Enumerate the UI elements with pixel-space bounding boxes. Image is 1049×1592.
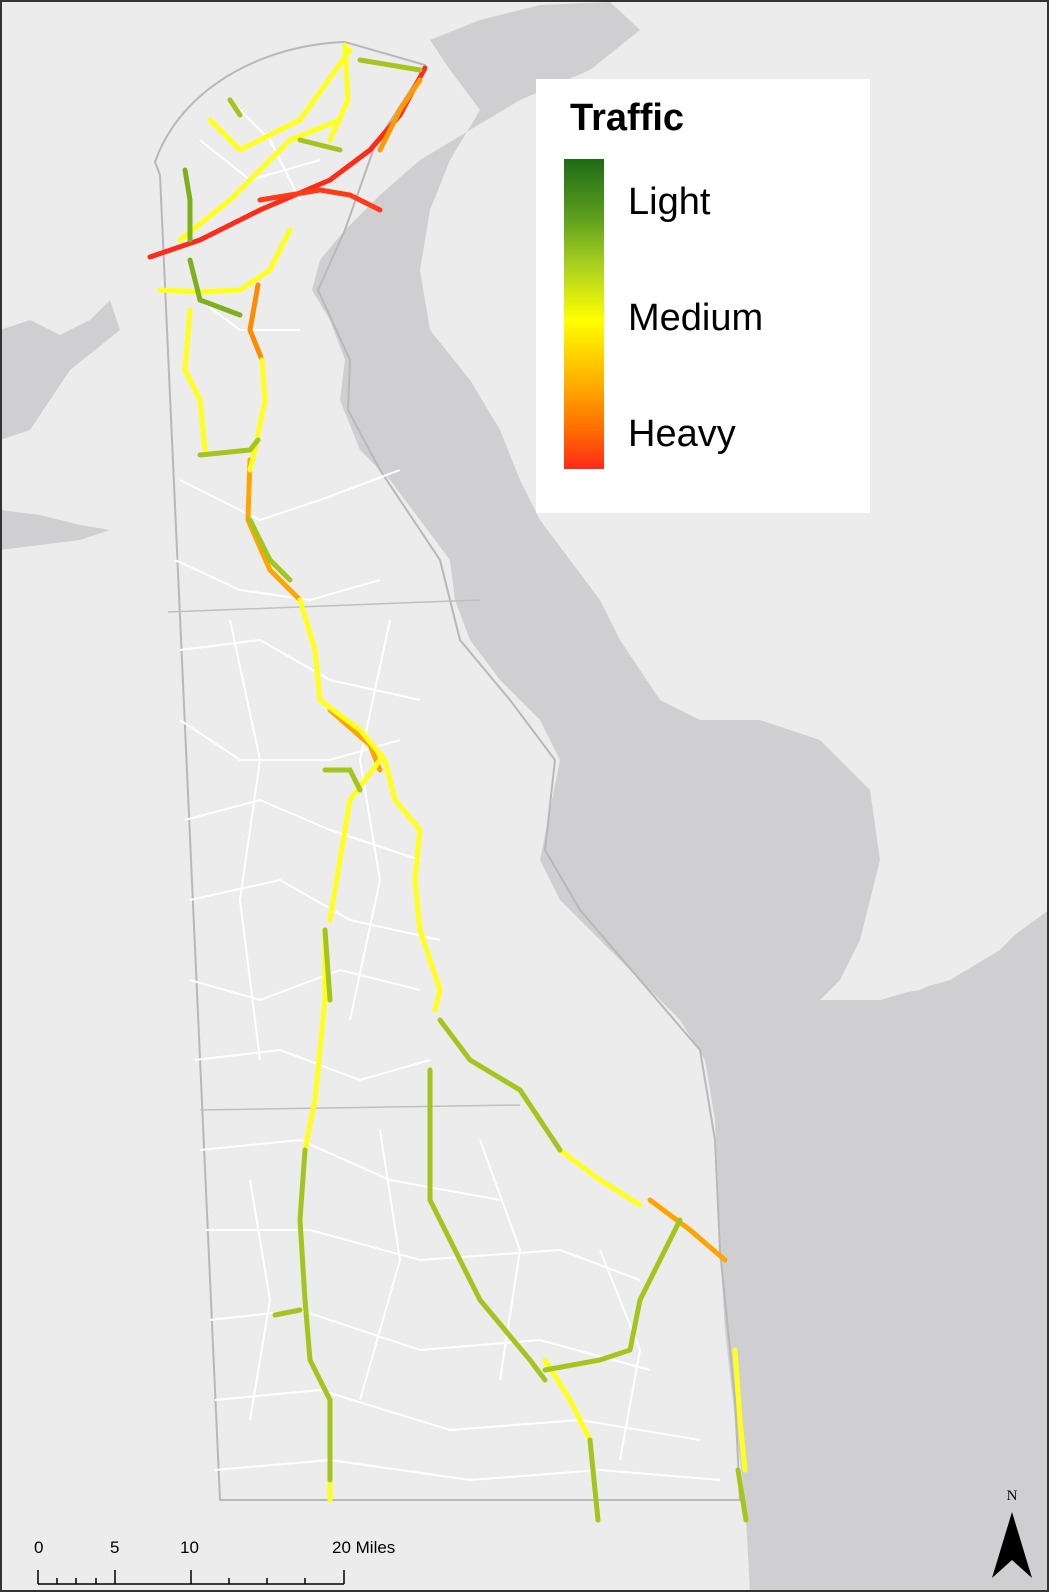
- road-green-middletown: [197, 437, 261, 458]
- road-green-north-3: [357, 57, 423, 73]
- road-yellow-north-5: [327, 42, 351, 143]
- legend: Traffic Light Medium Heavy: [536, 79, 870, 513]
- legend-label-medium: Medium: [628, 297, 764, 339]
- scale-tick-5: 5: [110, 1538, 120, 1557]
- road-yellow-us13: [247, 357, 268, 473]
- traffic-roads: [147, 42, 749, 1523]
- road-heavy-i495: [257, 187, 383, 213]
- county-line-kent-sussex: [199, 1104, 521, 1111]
- road-yellow-north-3: [207, 47, 353, 154]
- road-green-us13-sussex: [427, 1067, 548, 1383]
- chesapeake-inlet: [0, 300, 120, 440]
- north-arrow: N: [988, 1488, 1036, 1582]
- road-yellow-north-1: [157, 227, 293, 295]
- road-yellow-coast: [732, 1347, 748, 1473]
- road-orange-3: [245, 457, 303, 603]
- road-orange-1: [377, 77, 423, 153]
- road-yellow-north-2: [182, 307, 208, 453]
- road-green-coast-end: [735, 1467, 749, 1523]
- north-arrow-icon: [992, 1512, 1032, 1578]
- road-yellow-us13-south: [327, 757, 383, 923]
- road-green-north-1: [187, 257, 243, 318]
- county-line-ncc-kent: [167, 599, 481, 613]
- road-yellow-sussex-2: [542, 1357, 593, 1443]
- scale-tick-0: 0: [34, 1538, 44, 1557]
- scale-tick-20: 20 Miles: [332, 1538, 396, 1557]
- legend-label-heavy: Heavy: [628, 413, 736, 455]
- road-green-sussex-west: [272, 1307, 303, 1318]
- road-green-north-2: [182, 167, 193, 243]
- legend-color-ramp: [564, 159, 604, 469]
- scale-tick-10: 10: [180, 1538, 199, 1557]
- scale-bar: 0 5 10 20 Miles: [30, 1538, 430, 1590]
- road-yellow-north-4: [177, 117, 343, 243]
- road-green-sr1-sussex: [437, 1017, 563, 1153]
- scale-bar-graphic: [37, 1570, 345, 1585]
- road-green-sr1-upper: [247, 517, 293, 583]
- road-green-north-5: [297, 137, 343, 153]
- road-green-central-1: [322, 927, 333, 1003]
- road-green-us113: [297, 1147, 333, 1423]
- road-yellow-sr1: [297, 597, 443, 1013]
- legend-label-light: Light: [628, 181, 711, 223]
- road-green-sussex-south: [587, 1437, 601, 1523]
- north-letter: N: [1006, 1488, 1018, 1504]
- cape-may-land: [820, 640, 1049, 1000]
- road-green-kent-spur: [322, 767, 363, 793]
- road-orange-2: [247, 282, 265, 363]
- road-yellow-sussex-1: [557, 1147, 643, 1208]
- chesapeake-inlet-2: [0, 510, 110, 550]
- road-green-north-4: [227, 97, 243, 118]
- legend-title: Traffic: [570, 97, 685, 139]
- delaware-bay-water: [312, 2, 1049, 1592]
- road-green-sussex-loop: [542, 1217, 683, 1373]
- road-orange-5: [647, 1197, 728, 1263]
